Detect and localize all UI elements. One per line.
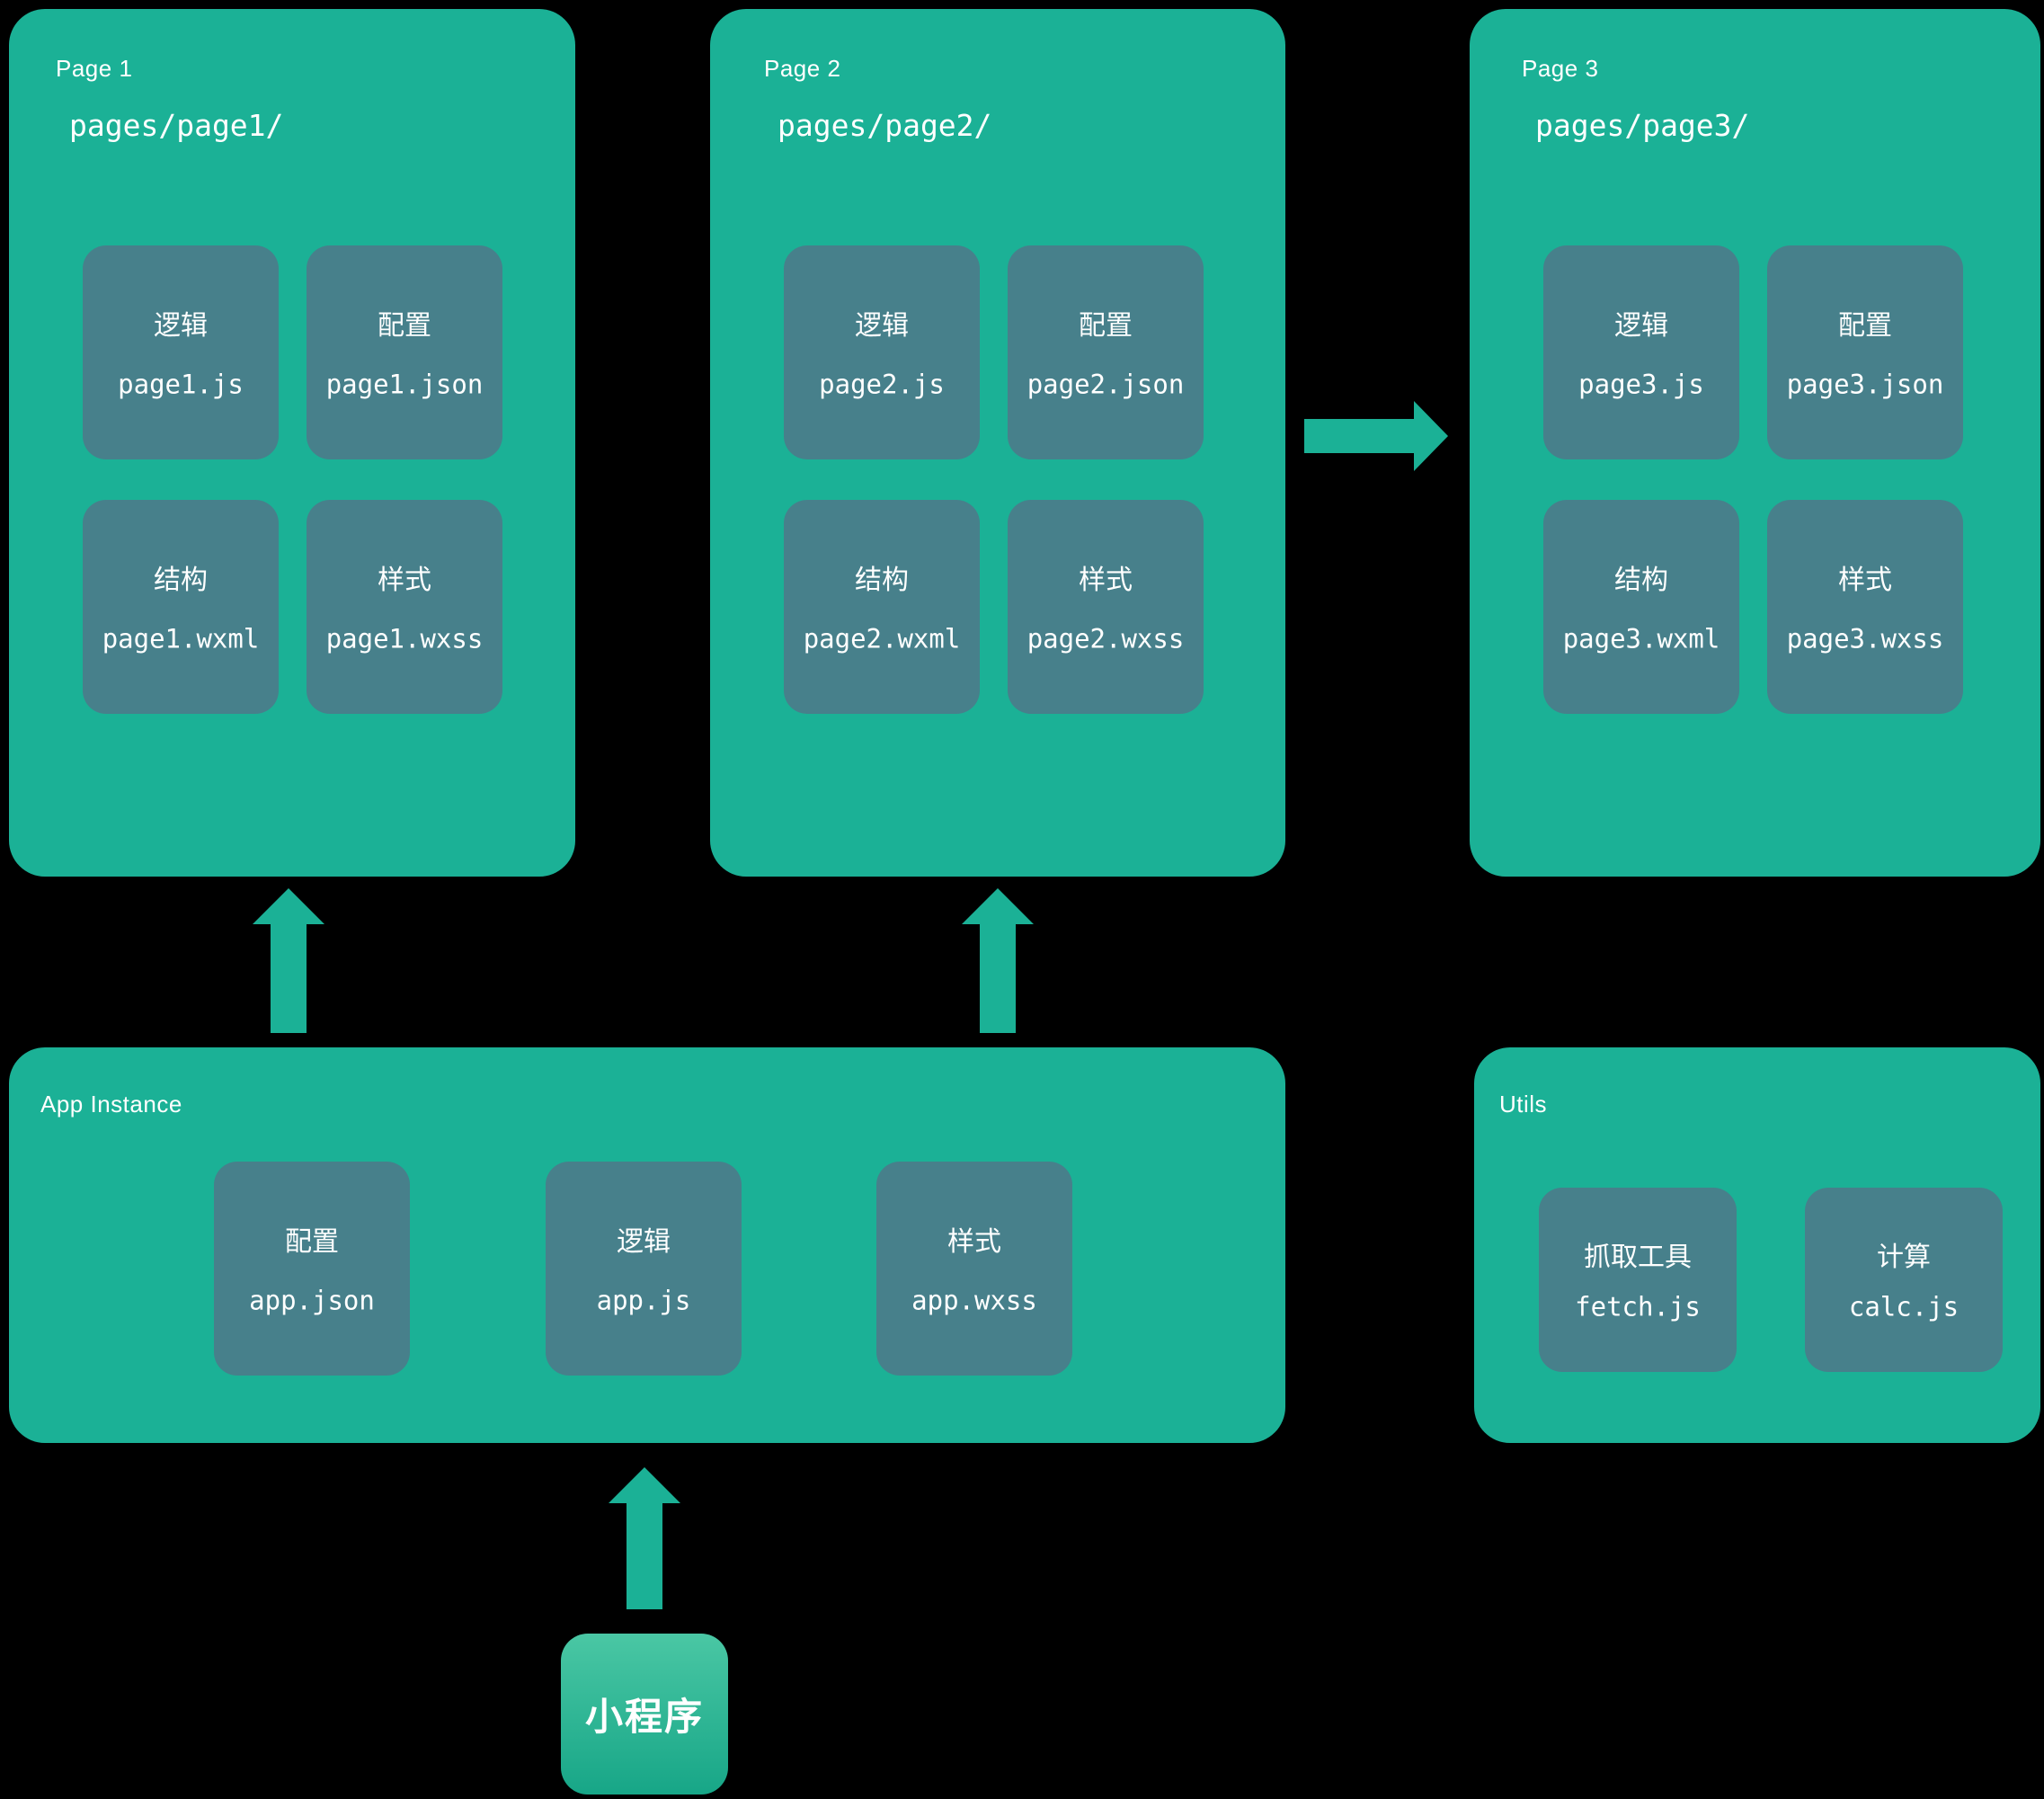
file-label: 样式 [1838,566,1892,596]
file-name: app.wxss [911,1285,1037,1316]
arrow-app-to-page2-icon [962,888,1034,1033]
file-label: 逻辑 [154,311,208,342]
file-box-calc-js: 计算 calc.js [1805,1188,2003,1372]
file-box-page2-wxml: 结构 page2.wxml [784,500,980,714]
file-box-app-wxss: 样式 app.wxss [876,1162,1072,1376]
file-label: 逻辑 [1614,311,1668,342]
file-box-app-json: 配置 app.json [214,1162,410,1376]
file-name: page2.wxml [803,623,961,655]
file-box-page3-wxss: 样式 page3.wxss [1767,500,1963,714]
page2-path: pages/page2/ [778,108,992,143]
page2-panel: Page 2 pages/page2/ 逻辑 page2.js 配置 page2… [710,9,1285,877]
file-name: page1.wxss [325,623,484,655]
file-name: page2.json [1026,369,1185,400]
file-box-page3-wxml: 结构 page3.wxml [1543,500,1739,714]
app-instance-panel: App Instance 配置 app.json 逻辑 app.js 样式 ap… [9,1047,1285,1443]
file-label: 抓取工具 [1584,1242,1692,1272]
file-box-page1-js: 逻辑 page1.js [83,245,279,459]
file-box-page3-js: 逻辑 page3.js [1543,245,1739,459]
file-name: page1.js [118,369,244,400]
file-box-fetch-js: 抓取工具 fetch.js [1539,1188,1737,1372]
page1-title: Page 1 [56,55,133,82]
file-name: page3.json [1786,369,1944,400]
page1-panel: Page 1 pages/page1/ 逻辑 page1.js 配置 page1… [9,9,575,877]
file-name: fetch.js [1575,1291,1701,1323]
file-name: page1.wxml [102,623,260,655]
utils-panel: Utils 抓取工具 fetch.js 计算 calc.js [1474,1047,2040,1443]
file-label: 结构 [154,566,208,596]
file-label: 逻辑 [617,1227,671,1258]
file-name: page2.wxss [1026,623,1185,655]
page1-path: pages/page1/ [69,108,284,143]
file-box-page3-json: 配置 page3.json [1767,245,1963,459]
page3-panel: Page 3 pages/page3/ 逻辑 page3.js 配置 page3… [1470,9,2040,877]
file-label: 配置 [1079,311,1133,342]
file-label: 结构 [1614,566,1668,596]
arrow-mini-to-app-icon [609,1467,680,1609]
file-name: page2.js [819,369,945,400]
file-box-page1-wxml: 结构 page1.wxml [83,500,279,714]
file-box-page2-json: 配置 page2.json [1008,245,1204,459]
page3-title: Page 3 [1522,55,1599,82]
file-label: 配置 [1838,311,1892,342]
arrow-page2-to-page3-icon [1304,401,1448,471]
page2-title: Page 2 [764,55,841,82]
file-name: page3.js [1578,369,1704,400]
file-label: 结构 [855,566,909,596]
file-label: 配置 [285,1227,339,1258]
mini-program-label: 小程序 [584,1696,704,1738]
file-label: 配置 [378,311,431,342]
file-label: 计算 [1877,1242,1931,1272]
file-box-app-js: 逻辑 app.js [546,1162,742,1376]
file-label: 样式 [378,566,431,596]
mini-program-badge: 小程序 [561,1634,728,1795]
utils-title: Utils [1499,1091,1548,1118]
app-instance-title: App Instance [40,1091,182,1118]
arrow-app-to-page1-icon [253,888,324,1033]
file-box-page1-wxss: 样式 page1.wxss [307,500,502,714]
file-label: 样式 [947,1227,1001,1258]
file-box-page2-js: 逻辑 page2.js [784,245,980,459]
file-box-page1-json: 配置 page1.json [307,245,502,459]
file-box-page2-wxss: 样式 page2.wxss [1008,500,1204,714]
file-label: 逻辑 [855,311,909,342]
file-name: calc.js [1848,1291,1960,1323]
file-name: app.json [249,1285,375,1316]
file-name: page3.wxss [1786,623,1944,655]
file-name: page3.wxml [1562,623,1720,655]
file-name: page1.json [325,369,484,400]
file-label: 样式 [1079,566,1133,596]
page3-path: pages/page3/ [1535,108,1750,143]
file-name: app.js [596,1285,691,1316]
